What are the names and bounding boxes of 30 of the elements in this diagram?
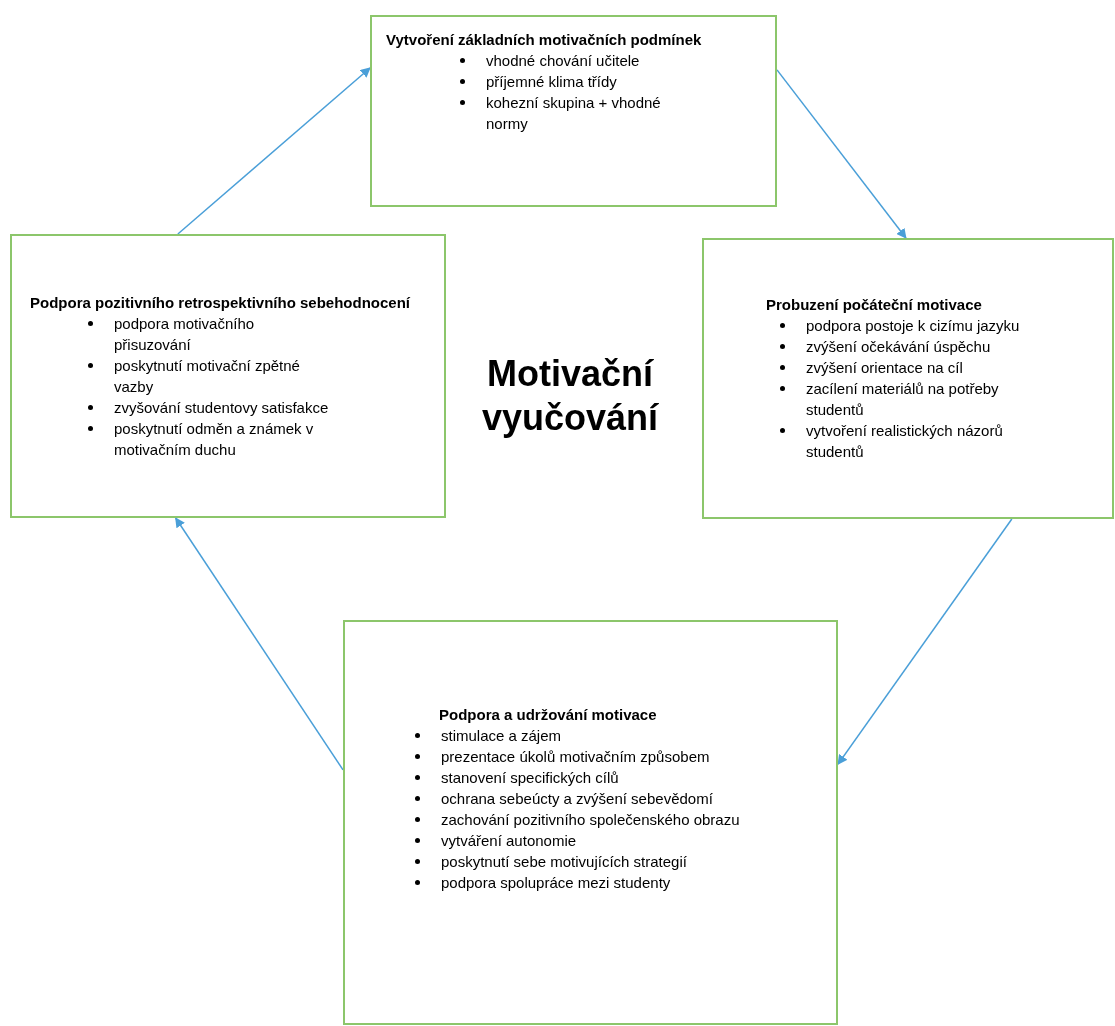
box-heading: Podpora a udržování motivace: [439, 706, 657, 723]
text-box: [370, 15, 777, 207]
box-heading: Podpora pozitivního retrospektivního sebehodnocení: [30, 294, 411, 311]
arrow: [837, 518, 1013, 765]
bullet-item: zvýšení orientace na cíl: [806, 358, 964, 378]
bullet-item: vhodné chování učitele: [486, 51, 641, 71]
arrow: [174, 517, 344, 771]
bullet-item: zvýšení očekávání úspěchu: [806, 337, 992, 357]
bullet-item: prezentace úkolů motivačním způsobem: [441, 747, 711, 767]
bullet-item: ochrana sebeúcty a zvýšení sebevědomí: [441, 789, 714, 809]
center-title: Motivační vyučování: [480, 352, 660, 440]
text-box: [702, 238, 1114, 519]
bullet-item: vytvoření realistických názorů studentů: [806, 421, 1004, 462]
bullet-item: stanovení specifických cílů: [441, 768, 620, 788]
bullet-item: kohezní skupina + vhodné normy: [486, 93, 662, 134]
bullet-item: poskytnutí odměn a známek v motivačním duchu: [114, 419, 315, 460]
bullet-item: stimulace a zájem: [441, 726, 563, 746]
text-box: [343, 620, 838, 1025]
bullet-item: vytváření autonomie: [441, 831, 578, 851]
bullet-item: podpora spolupráce mezi studenty: [441, 873, 672, 893]
arrow: [177, 67, 371, 235]
text-box: [10, 234, 446, 518]
box-heading: Vytvoření základních motivačních podmínek: [386, 31, 702, 48]
bullet-item: podpora postoje k cizímu jazyku: [806, 316, 1021, 336]
bullet-item: příjemné klima třídy: [486, 72, 618, 92]
bullet-item: poskytnutí sebe motivujících strategií: [441, 852, 688, 872]
bullet-item: zachování pozitivního společenského obrazu: [441, 810, 741, 830]
arrow: [776, 69, 907, 239]
bullet-item: zvyšování studentovy satisfakce: [114, 398, 330, 418]
box-heading: Probuzení počáteční motivace: [766, 296, 982, 313]
